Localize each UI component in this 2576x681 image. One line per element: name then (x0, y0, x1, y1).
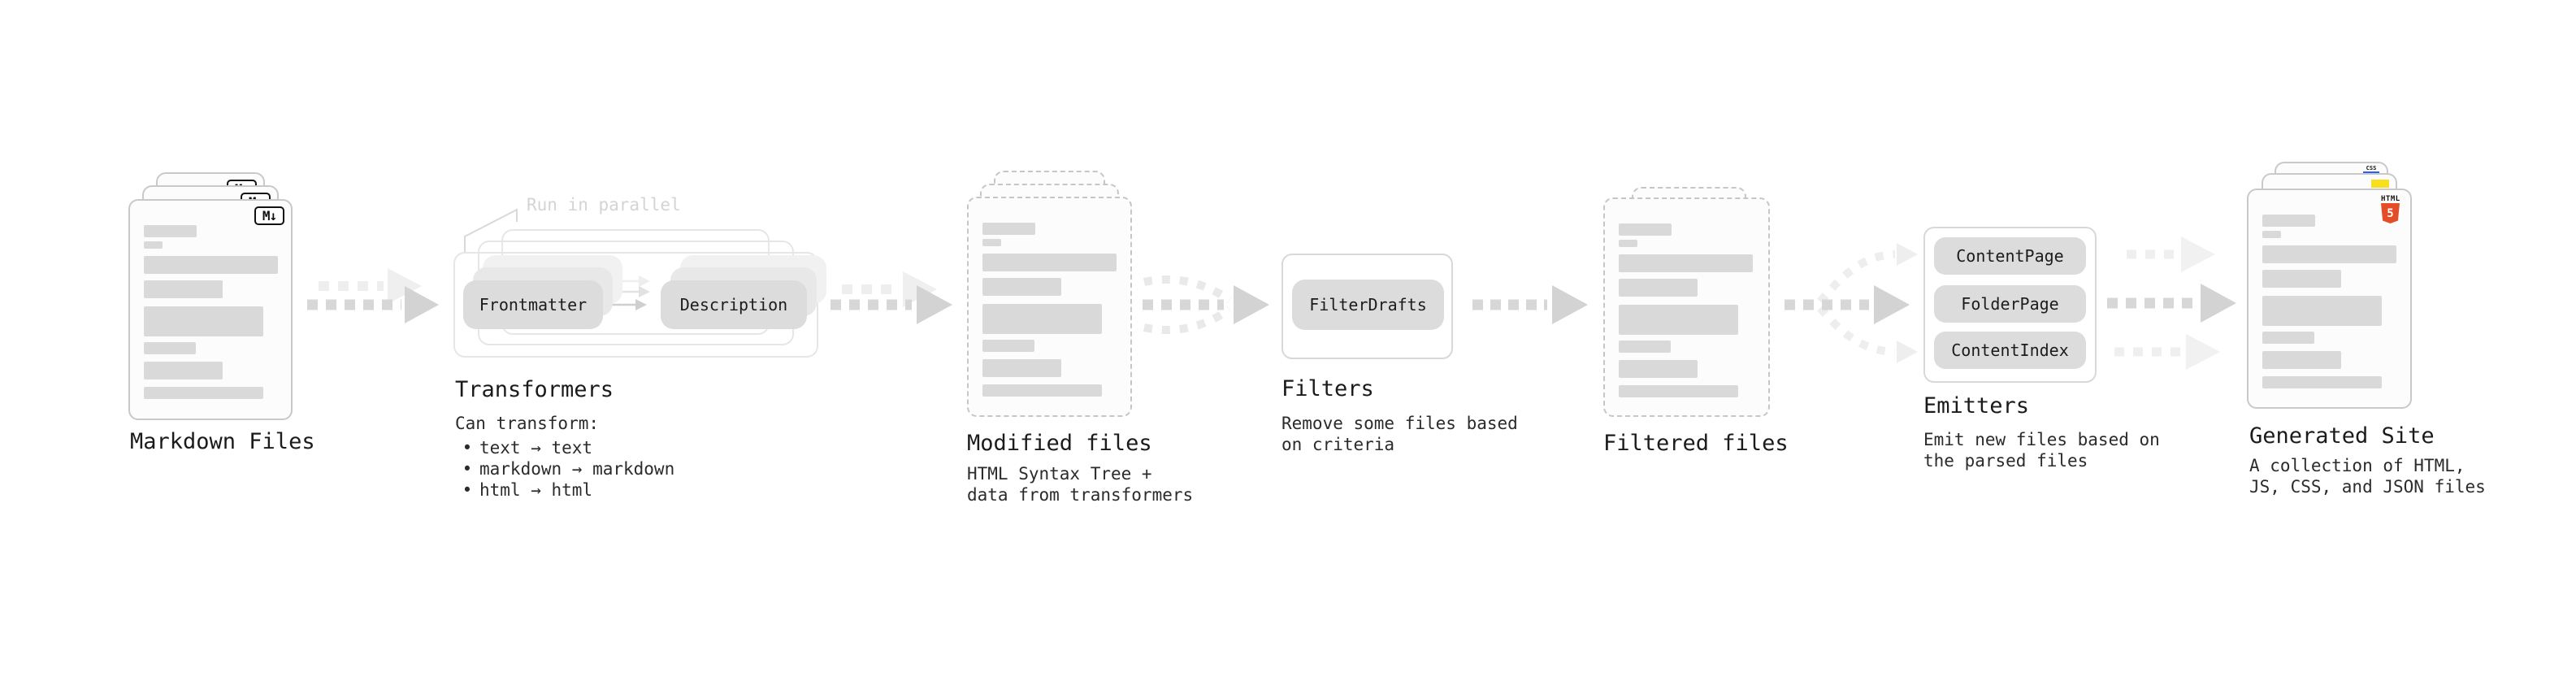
arrow-markdown-to-transformers (307, 268, 439, 323)
frontmatter-node: Frontmatter (463, 280, 603, 329)
description-node: Description (661, 280, 807, 329)
bullet-item: • html → html (455, 479, 674, 501)
file-content-placeholder (2262, 215, 2396, 388)
transformer-parallel-arrows (611, 275, 650, 310)
contentindex-node: ContentIndex (1934, 332, 2086, 369)
generated-file-card-html: HTML 5 (2247, 189, 2412, 409)
transformers-bullet-list: • text → text • markdown → markdown • ht… (455, 437, 675, 501)
transformers-subtitle: Can transform: (455, 414, 600, 433)
filtered-file-card-front (1603, 197, 1770, 417)
run-in-parallel-annotation: Run in parallel (527, 195, 681, 215)
emitters-description: Emit new files based on the parsed files (1923, 430, 2160, 471)
generated-site-description: A collection of HTML, JS, CSS, and JSON … (2249, 456, 2486, 497)
transformers-title: Transformers (455, 377, 614, 402)
file-content-placeholder (982, 223, 1117, 397)
arrow-modified-to-filters (1143, 275, 1269, 334)
bullet-item: • markdown → markdown (455, 458, 675, 479)
generated-site-title: Generated Site (2249, 423, 2435, 449)
modified-file-card-front (967, 197, 1132, 417)
html5-icon-word: HTML (2381, 195, 2400, 203)
js-icon (2371, 180, 2389, 188)
bullet-icon: • (462, 438, 473, 458)
file-content-placeholder (144, 225, 278, 399)
modified-files-description: HTML Syntax Tree + data from transformer… (967, 464, 1194, 505)
css-icon: CSS (2363, 166, 2379, 174)
run-in-parallel-leader-line (464, 208, 518, 254)
arrow-emitters-to-generated (2107, 236, 2236, 370)
markdown-file-card-front: M↓ (128, 199, 293, 420)
arrow-filters-to-filtered (1472, 285, 1588, 324)
markdown-files-title: Markdown Files (130, 429, 315, 454)
arrow-transformers-to-modified (830, 271, 952, 324)
bullet-icon: • (462, 480, 473, 500)
contentpage-node: ContentPage (1934, 237, 2086, 275)
filters-title: Filters (1281, 376, 1374, 401)
modified-files-title: Modified files (967, 431, 1152, 456)
bullet-item: • text → text (455, 437, 674, 458)
bullet-text: html → html (479, 480, 593, 500)
markdown-icon: M↓ (254, 206, 284, 225)
emitters-title: Emitters (1923, 393, 2030, 419)
bullet-icon: • (462, 459, 473, 479)
bullet-text: markdown → markdown (479, 459, 675, 479)
html5-icon: HTML 5 (2381, 195, 2400, 223)
filtered-files-title: Filtered files (1603, 431, 1789, 456)
folderpage-node: FolderPage (1934, 285, 2086, 323)
file-content-placeholder (1619, 223, 1754, 397)
html5-icon-shield: 5 (2381, 203, 2400, 223)
arrow-filtered-to-emitters (1785, 243, 1918, 363)
filterdrafts-node: FilterDrafts (1292, 280, 1444, 330)
transformer-frame-front (453, 252, 818, 358)
filters-description: Remove some files based on criteria (1281, 414, 1518, 454)
bullet-text: text → text (479, 438, 593, 458)
